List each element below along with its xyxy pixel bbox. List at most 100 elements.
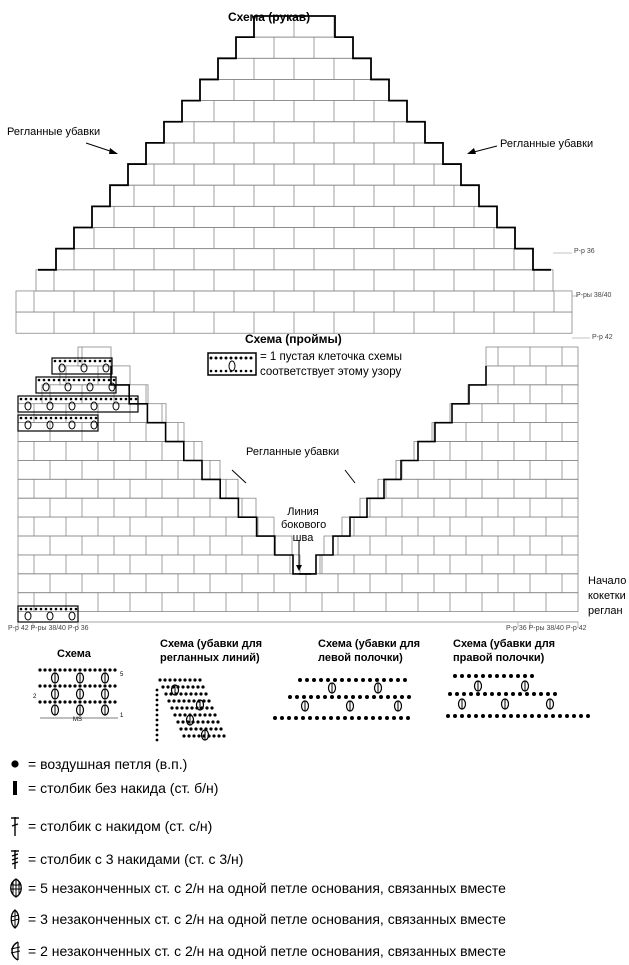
chain-dot (210, 706, 214, 710)
chain-dot (103, 359, 107, 363)
chain-dot (294, 716, 298, 720)
chain-dot (43, 668, 47, 672)
chain-dot (219, 727, 223, 731)
chain-dot (112, 378, 116, 382)
chain-dot (224, 356, 228, 360)
chain-dot (89, 397, 93, 401)
dc-icon (8, 815, 22, 837)
chain-dot (312, 678, 316, 682)
chain-dot (73, 359, 77, 363)
armhole-legend-line1: = 1 пустая клеточка схемы (260, 351, 403, 363)
chain-dot (488, 674, 492, 678)
cluster-mark (90, 401, 98, 411)
chain-dot (77, 378, 81, 382)
chain-dot (446, 714, 450, 718)
chain-dot (161, 685, 165, 689)
chain-dot (378, 716, 382, 720)
chain-dot (298, 678, 302, 682)
chain-dot (201, 685, 205, 689)
chain-dot (39, 397, 43, 401)
chain-dot (222, 734, 226, 738)
scheme-right-front-title-2: правой полочки) (453, 652, 545, 664)
cluster-mark (46, 401, 54, 411)
chain-dot (364, 716, 368, 720)
chain-dot (336, 716, 340, 720)
chain-dot (113, 668, 117, 672)
chain-dot (183, 678, 187, 682)
chain-dot (453, 714, 457, 718)
chain-dot (24, 416, 28, 420)
legend-tr3-text: = столбик с 3 накидами (ст. с 3/н) (28, 851, 244, 867)
chain-dot (155, 728, 159, 732)
chain-dot (52, 378, 56, 382)
chain-dot (224, 369, 228, 373)
chain-dot (406, 716, 410, 720)
chain-dot (44, 607, 48, 611)
chain-dot (58, 684, 62, 688)
chain-dot (239, 356, 243, 360)
chain-dot (155, 688, 159, 692)
pattern-square (51, 357, 113, 375)
yoke-start-line2: кокетки (588, 590, 626, 602)
cluster-mark (64, 382, 72, 392)
chain-dot (42, 378, 46, 382)
sleeve-title: Схема (рукав) (228, 10, 311, 24)
chain-dot (322, 716, 326, 720)
chain-dot (92, 378, 96, 382)
chain-dot (530, 674, 534, 678)
chain-dot (68, 359, 72, 363)
chain-dot (102, 378, 106, 382)
chain-dot (78, 684, 82, 688)
chain-dot (89, 416, 93, 420)
cluster-mark (24, 420, 32, 430)
chain-dot (109, 397, 113, 401)
chain-dot (181, 720, 185, 724)
sleeve-raglan-right-label: Регланные убавки (500, 138, 594, 150)
chain-dot (58, 359, 62, 363)
chain-dot (163, 678, 167, 682)
chain-dot (187, 699, 191, 703)
chain-dot (544, 714, 548, 718)
sleeve-raglan-left-label: Регланные убавки (7, 126, 101, 138)
cluster-mark (228, 360, 236, 372)
chain-dot (551, 714, 555, 718)
chain-dot (396, 678, 400, 682)
pattern-square (17, 414, 99, 432)
chain-dot (249, 356, 253, 360)
chain-dot (180, 706, 184, 710)
chain-dot (48, 684, 52, 688)
chain-dot (181, 685, 185, 689)
chain-dot (476, 692, 480, 696)
chain-dot (182, 699, 186, 703)
chain-dot (375, 678, 379, 682)
legend-sc: = столбик без накида (ст. б/н) (8, 780, 218, 796)
legend-cluster3: = 3 незаконченных ст. с 2/н на одной пет… (8, 908, 506, 930)
cluster-mark (46, 611, 54, 621)
chain-dot (24, 607, 28, 611)
sleeve-size-38-40: Р-ры 38/40 (576, 292, 612, 299)
chain-dot (54, 397, 58, 401)
chain-dot (186, 685, 190, 689)
chain-dot (326, 678, 330, 682)
chain-dot (205, 706, 209, 710)
chain-dot (97, 378, 101, 382)
chain-dot (73, 700, 77, 704)
chain-dot (214, 727, 218, 731)
chain-dot (94, 397, 98, 401)
chain-dot (155, 723, 159, 727)
legend-dc: = столбик с накидом (ст. с/н) (8, 815, 212, 837)
chain-dot (64, 607, 68, 611)
chain-dot (19, 416, 23, 420)
chain-dot (558, 714, 562, 718)
chain-dot (488, 714, 492, 718)
chain-dot (87, 378, 91, 382)
yoke-start-label: Начало кокетки реглан (588, 574, 626, 619)
cluster-mark (68, 611, 76, 621)
chain-dot (509, 714, 513, 718)
chain-dot (386, 695, 390, 699)
chain-dot (69, 416, 73, 420)
chain-dot (164, 692, 168, 696)
chain-dot (368, 678, 372, 682)
chain-dot (455, 692, 459, 696)
chain-dot (19, 397, 23, 401)
